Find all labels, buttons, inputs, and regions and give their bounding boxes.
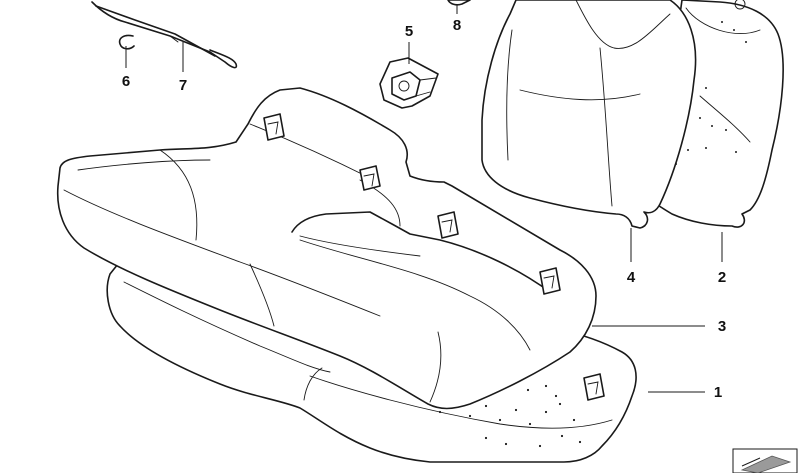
part-wire[interactable]	[91, 1, 238, 69]
part-small-top[interactable]	[447, 0, 471, 6]
callout-label-7[interactable]: 7	[178, 77, 188, 94]
callout-label-6[interactable]: 6	[121, 73, 131, 90]
part-cushion-cover[interactable]	[56, 87, 597, 410]
part-clip[interactable]	[118, 34, 135, 50]
part-backrest-cover[interactable]	[481, 0, 697, 229]
callout-label-8[interactable]: 8	[452, 17, 462, 34]
callout-label-5[interactable]: 5	[404, 23, 414, 40]
callout-label-3[interactable]: 3	[717, 318, 727, 335]
callout-label-4[interactable]: 4	[626, 269, 636, 286]
gray-parallelogram-icon	[732, 448, 798, 473]
callout-label-2[interactable]: 2	[717, 269, 727, 286]
part-latch-bracket[interactable]	[379, 57, 439, 109]
callout-label-1[interactable]: 1	[713, 384, 723, 401]
